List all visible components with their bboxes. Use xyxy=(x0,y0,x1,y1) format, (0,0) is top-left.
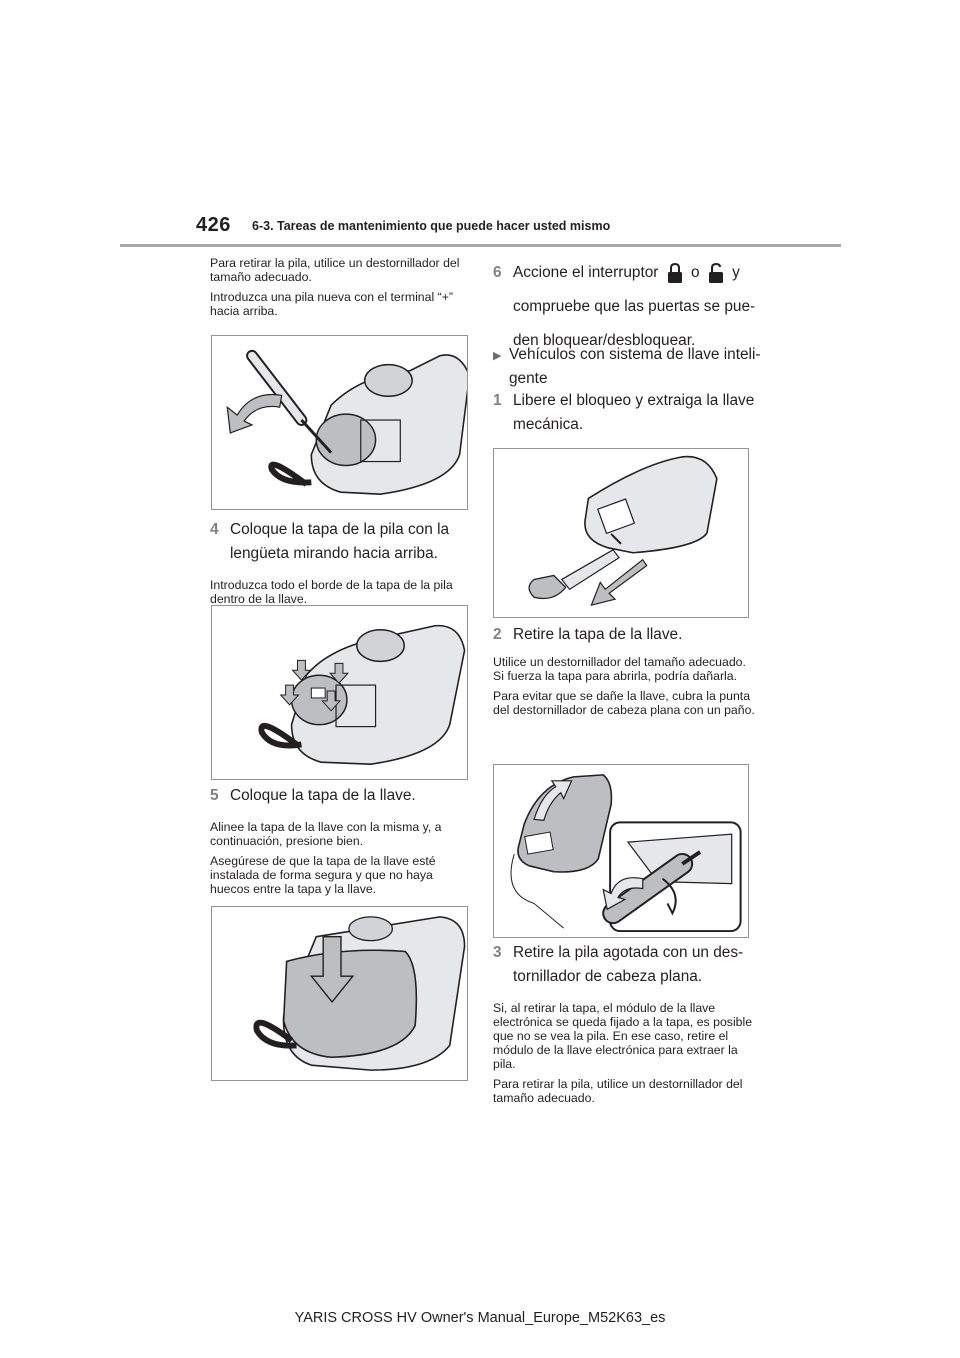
step-3: 3 Retire la pila agotada con un des­torni… xyxy=(493,941,755,1111)
figure-remove-battery xyxy=(211,335,468,510)
step-6-text-rest: compruebe que las puertas se pue­den blo… xyxy=(513,298,756,349)
remove-cover-illustration xyxy=(510,774,742,933)
battery-cover-illustration xyxy=(258,624,466,765)
step-6-text-or: o xyxy=(691,264,700,281)
step-5-note-2: Asegúrese de que la tapa de la llave est… xyxy=(210,854,436,896)
step-6-text-pre: Accione el interruptor xyxy=(513,264,659,281)
page-number: 426 xyxy=(196,214,231,236)
intro-paragraph-2: Introduzca una pila nueva con el termina… xyxy=(210,290,454,318)
step-4-note: Introduzca todo el borde de la tapa de l… xyxy=(210,578,453,606)
down-arrow-icon xyxy=(590,558,648,606)
step-6-text-and: y xyxy=(732,264,740,281)
figure-battery-cover xyxy=(211,605,468,780)
step-4-text: Coloque la tapa de la pila con la len­gü… xyxy=(230,521,450,562)
figure-key-cover xyxy=(211,906,468,1081)
step-3-text: Retire la pila agotada con un des­tornil… xyxy=(513,944,744,985)
step-2-number: 2 xyxy=(493,626,502,643)
step-4-number: 4 xyxy=(210,521,219,538)
step-2-note-2: Para evitar que se dañe la llave, cubra … xyxy=(493,689,755,717)
step-1-number: 1 xyxy=(493,392,502,409)
mechanical-key-illustration xyxy=(528,455,718,606)
step-5-number: 5 xyxy=(210,787,219,804)
down-arrow-icon xyxy=(309,935,355,1004)
step-4: 4 Coloque la tapa de la pila con la len­g… xyxy=(210,518,472,612)
step-5-note-1: Alinee la tapa de la llave con la misma … xyxy=(210,820,442,848)
step-5-text: Coloque la tapa de la llave. xyxy=(230,787,416,804)
step-6: 6 Accione el interruptor o y compruebe q… xyxy=(493,256,763,358)
step-6-number: 6 xyxy=(493,264,502,281)
step-3-note-2: Para retirar la pila, utilice un destorn… xyxy=(493,1077,743,1105)
step-3-number: 3 xyxy=(493,944,502,961)
step-2-note-1: Utilice un destornillador del tamaño ade… xyxy=(493,655,746,683)
curved-arrow-icon xyxy=(602,877,644,911)
figure-remove-cover xyxy=(493,764,749,938)
lock-icon xyxy=(667,262,682,283)
bullet-triangle-icon: ▶ xyxy=(493,350,502,362)
section-title: 6-3. Tareas de mantenimiento que puede h… xyxy=(252,219,611,233)
left-intro: Para retirar la pila, utilice un destorn… xyxy=(210,256,472,324)
header-divider xyxy=(120,244,841,247)
intro-paragraph-1: Para retirar la pila, utilice un destorn… xyxy=(210,256,460,284)
key-battery-illustration xyxy=(226,349,467,495)
figure-mechanical-key xyxy=(493,448,749,618)
step-2-text: Retire la tapa de la llave. xyxy=(513,626,683,643)
step-1-text: Libere el bloqueo y extraiga la llave me… xyxy=(513,392,755,433)
step-1: 1 Libere el bloqueo y extraiga la llave m… xyxy=(493,389,763,437)
curved-arrow-icon xyxy=(226,393,283,434)
curved-arrow-icon xyxy=(533,780,573,821)
footer-manual-id: YARIS CROSS HV Owner's Manual_Europe_M52… xyxy=(294,1310,666,1326)
smart-key-subheading: ▶ Vehículos con sistema de llave inteli­g… xyxy=(493,343,763,391)
step-2: 2 Retire la tapa de la llave. Utilice un … xyxy=(493,623,755,723)
unlock-icon xyxy=(708,262,723,283)
step-5: 5 Coloque la tapa de la llave. Alinee la … xyxy=(210,784,472,902)
step-3-note-1: Si, al retirar la tapa, el módulo de la … xyxy=(493,1001,753,1071)
key-cover-illustration xyxy=(253,916,466,1071)
subheading-text: Vehículos con sistema de llave inteli­ge… xyxy=(509,346,761,387)
